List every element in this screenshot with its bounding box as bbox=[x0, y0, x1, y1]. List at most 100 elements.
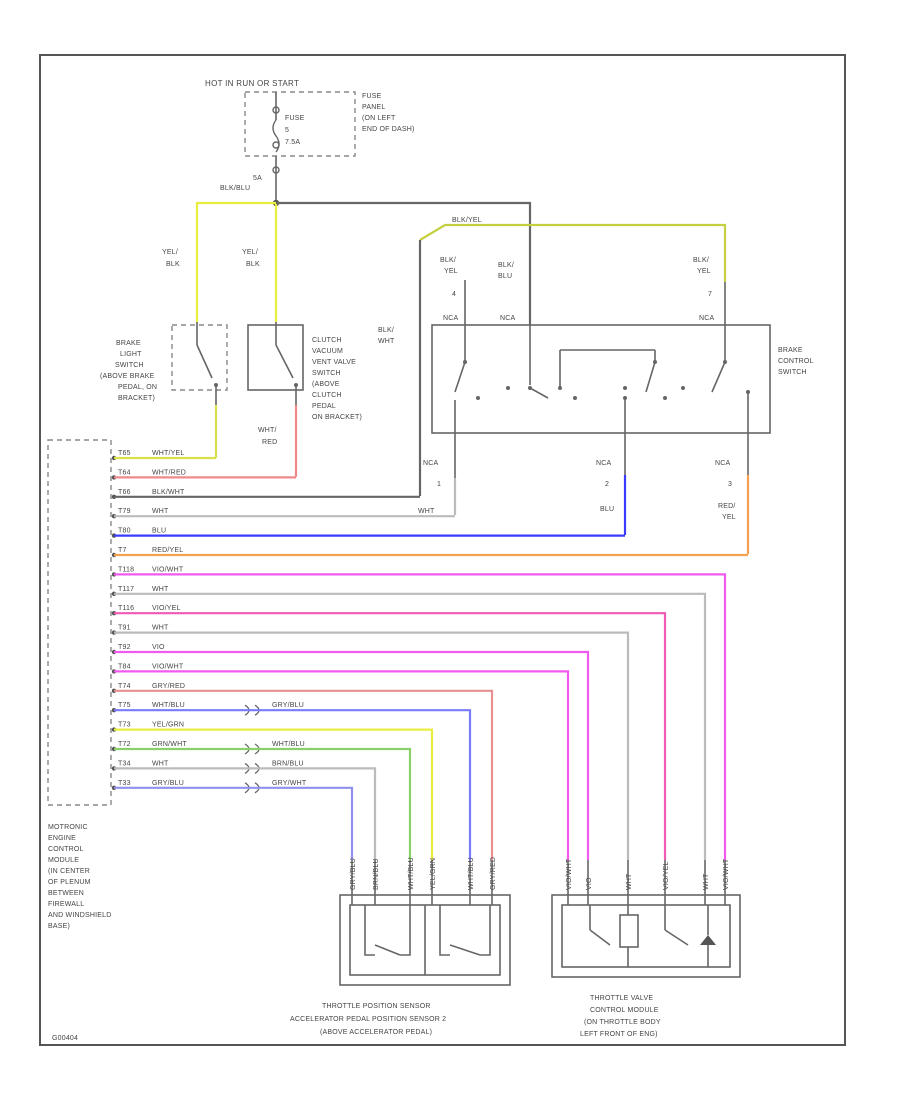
ecm-pin-wire-color: WHT bbox=[152, 586, 169, 593]
module-wire-color: VIO/WHT bbox=[723, 858, 730, 890]
ecm-pin-number: T92 bbox=[118, 644, 131, 651]
module-wire-color: VIO bbox=[586, 877, 593, 890]
ecm-wire bbox=[114, 709, 472, 860]
bcs-top-pin1-wire-1: BLK/ bbox=[440, 257, 456, 264]
clutch-label-7: PEDAL bbox=[312, 403, 336, 410]
clutch-wire-1: YEL/ bbox=[242, 249, 258, 256]
fuse-panel-note-3: (ON LEFT bbox=[362, 115, 396, 122]
ecm-pin-number: T75 bbox=[118, 702, 131, 709]
ecm-pin-wire-color: WHT/BLU bbox=[152, 702, 185, 709]
footer-code: G00404 bbox=[52, 1035, 78, 1042]
clutch-wire-2: BLK bbox=[246, 261, 260, 268]
bcs-left-wire-1: BLK/ bbox=[378, 327, 394, 334]
clutch-label-1: CLUTCH bbox=[312, 337, 342, 344]
splice-wire-color: GRY/WHT bbox=[272, 780, 307, 787]
ecm-pin-wire-color: BLK/WHT bbox=[152, 489, 185, 496]
splice-wire-color: GRY/BLU bbox=[272, 702, 304, 709]
clutch-label-8: ON BRACKET) bbox=[312, 414, 362, 421]
ecm-pin-wire-color: BLU bbox=[152, 528, 166, 535]
tvcm-wire-labels: VIO/WHT VIO WHT VIO/YEL WHT VIO/WHT bbox=[566, 858, 730, 905]
module-wire-color: WHT/BLU bbox=[468, 857, 475, 890]
tvcm-label-1: THROTTLE VALVE bbox=[590, 995, 653, 1002]
ecm-label-1: MOTRONIC bbox=[48, 824, 88, 831]
bls-label-4: (ABOVE BRAKE bbox=[100, 373, 155, 380]
bcs-label-3: SWITCH bbox=[778, 369, 807, 376]
ecm-wire bbox=[114, 747, 412, 860]
tps-internals bbox=[364, 905, 491, 956]
splice-wire-color: BRN/BLU bbox=[272, 760, 304, 767]
fuse-panel-note-4: END OF DASH) bbox=[362, 126, 415, 133]
bls-label-6: BRACKET) bbox=[118, 395, 155, 402]
ecm-pin-number: T34 bbox=[118, 760, 131, 767]
throttle-valve-control-module: VIO/WHT VIO WHT VIO/YEL WHT VIO/WHT THROTTLE … bbox=[551, 858, 741, 1038]
ecm-pin-number: T79 bbox=[118, 508, 131, 515]
ecm-pin-wire-color: WHT bbox=[152, 625, 169, 632]
module-wire-color: VIO/YEL bbox=[663, 861, 670, 890]
ecm-wire bbox=[114, 592, 707, 860]
module-wire-color: WHT bbox=[626, 873, 633, 890]
module-wire-color: BRN/BLU bbox=[373, 858, 380, 890]
module-wire-color: GRY/BLU bbox=[350, 858, 357, 890]
bcs-left-wire-2: WHT bbox=[378, 338, 395, 345]
clutch-label-4: SWITCH bbox=[312, 370, 341, 377]
fuse-label: FUSE bbox=[285, 115, 305, 122]
bcs-bot-pin2-nc: NCA bbox=[596, 460, 612, 467]
splice-wire-color: WHT/BLU bbox=[272, 741, 305, 748]
brake-light-switch-box bbox=[171, 324, 228, 391]
ecm-pin-wire-color: WHT bbox=[152, 760, 169, 767]
ecm-pin-number: T80 bbox=[118, 528, 131, 535]
tps-label-2: ACCELERATOR PEDAL POSITION SENSOR 2 bbox=[290, 1016, 446, 1023]
ecm-pin-wire-color: WHT bbox=[152, 508, 169, 515]
ecm-label-7: BETWEEN bbox=[48, 890, 84, 897]
ecm-pin-number: T72 bbox=[118, 741, 131, 748]
bcs-top-pin1-nc: NCA bbox=[443, 315, 459, 322]
ecm-wire bbox=[114, 631, 630, 860]
diagram-frame bbox=[39, 54, 846, 1046]
clutch-label-6: CLUTCH bbox=[312, 392, 342, 399]
brake-control-switch-box bbox=[431, 324, 771, 434]
ecm-label-9: AND WINDSHIELD bbox=[48, 912, 111, 919]
ecm-pin-number: T117 bbox=[118, 586, 134, 593]
ecm-pin-number: T73 bbox=[118, 722, 131, 729]
bls-label-3: SWITCH bbox=[115, 362, 144, 369]
ecm-pin-number: T116 bbox=[118, 605, 134, 612]
brake-control-switch: BRAKE CONTROL SWITCH BLK/YEL BLK/ WHT BL… bbox=[378, 217, 813, 521]
bcs-bot-pin3-wire-1: RED/ bbox=[718, 503, 736, 510]
fuse-panel-note-2: PANEL bbox=[362, 104, 385, 111]
bcs-top-pin1-num: 4 bbox=[452, 291, 456, 298]
bcs-top-pin2-wire-2: BLU bbox=[498, 273, 512, 280]
bcs-bot-pin1-wire: WHT bbox=[418, 508, 435, 515]
module-wire-color: VIO/WHT bbox=[566, 858, 573, 890]
clutch-label-3: VENT VALVE bbox=[312, 359, 356, 366]
fuse-panel-box bbox=[244, 91, 356, 157]
cruise-feed-label: BLK/YEL bbox=[452, 217, 482, 224]
bcs-bot-pin3-num: 3 bbox=[728, 481, 732, 488]
bcs-label-1: BRAKE bbox=[778, 347, 803, 354]
ecm-pin-number: T33 bbox=[118, 780, 131, 787]
clutch-out-wire-2: RED bbox=[262, 439, 277, 446]
bls-label-2: LIGHT bbox=[120, 351, 142, 358]
ecm-pin-wire-color: VIO/WHT bbox=[152, 663, 184, 670]
ecm-pin-number: T65 bbox=[118, 450, 131, 457]
ecm-label-2: ENGINE bbox=[48, 835, 76, 842]
power-label: HOT IN RUN OR START bbox=[205, 79, 299, 88]
ecm-label-5: (IN CENTER bbox=[48, 868, 90, 875]
ecm-wire bbox=[114, 650, 590, 860]
brake-wire-1: YEL/ bbox=[162, 249, 178, 256]
ecm-pin-number: T66 bbox=[118, 489, 131, 496]
ecm-pin-number: T84 bbox=[118, 663, 131, 670]
bcs-top-pin2-wire-1: BLK/ bbox=[498, 262, 514, 269]
bcs-top-pin2-nc: NCA bbox=[500, 315, 516, 322]
bcs-bot-pin3-nc: NCA bbox=[715, 460, 731, 467]
bcs-top-pin3-wire-1: BLK/ bbox=[693, 257, 709, 264]
ecm-pin-wire-color: GRN/WHT bbox=[152, 741, 187, 748]
module-wire-color: WHT/BLU bbox=[408, 857, 415, 890]
clutch-vacuum-vent-valve-switch: CLUTCH VACUUM VENT VALVE SWITCH (ABOVE C… bbox=[247, 322, 362, 446]
clutch-out-wire-1: WHT/ bbox=[258, 427, 277, 434]
splice-label: 5A bbox=[253, 175, 262, 182]
ecm-pin-number: T118 bbox=[118, 566, 134, 573]
module-wire-color: WHT bbox=[703, 873, 710, 890]
tps-outer-box bbox=[339, 894, 511, 986]
